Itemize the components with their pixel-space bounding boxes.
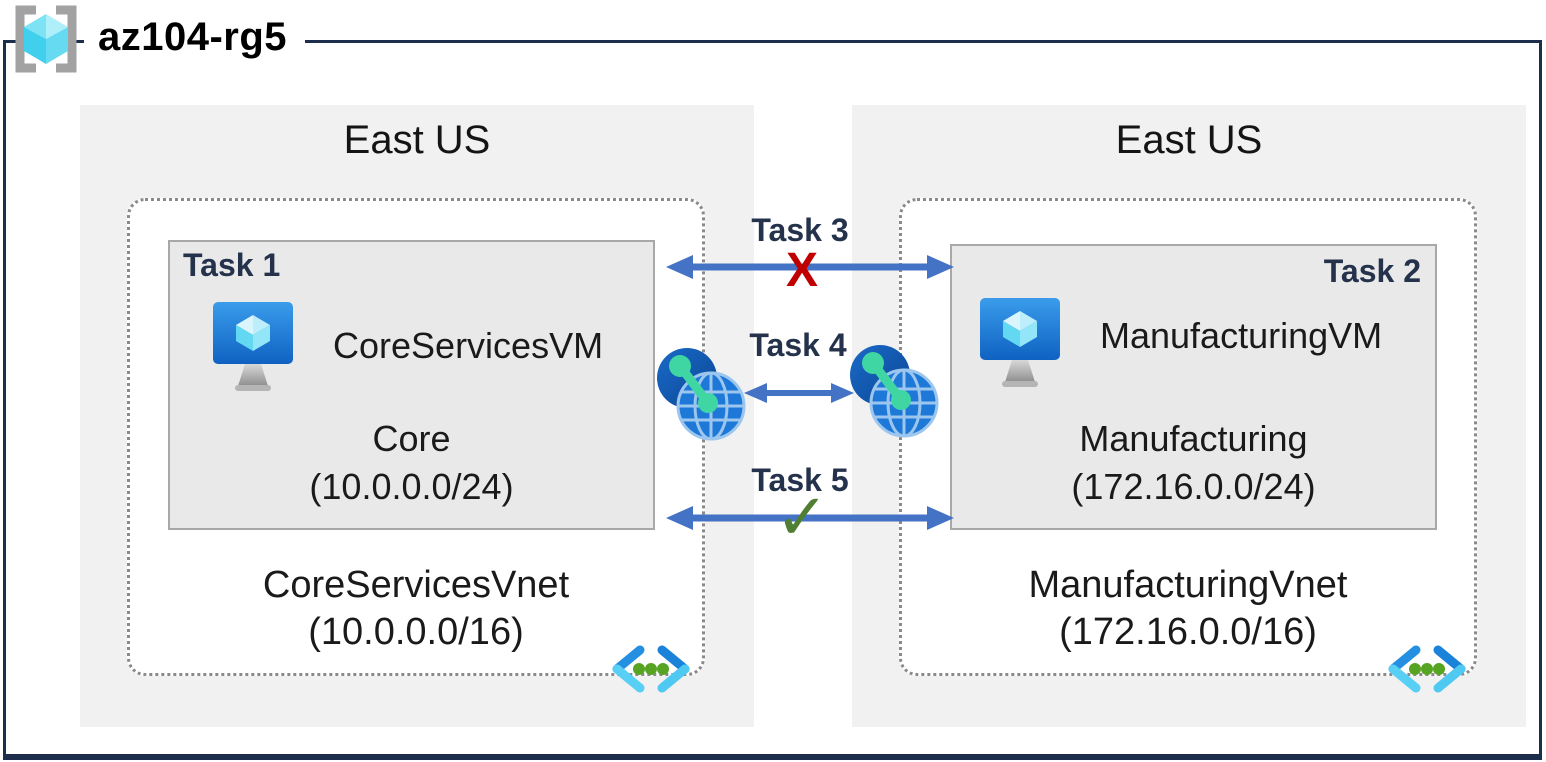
virtual-network-icon <box>610 645 692 693</box>
task3-label: Task 3 <box>751 212 849 248</box>
vm-name-manufacturing: ManufacturingVM <box>1100 315 1383 356</box>
blocked-x-icon: X <box>785 244 818 297</box>
subnet-box-manufacturing: Task 2 <box>950 244 1437 530</box>
vnet-peering-icon <box>848 344 940 438</box>
vnet-peering-icon <box>655 347 747 441</box>
task4-label: Task 4 <box>749 327 847 363</box>
resource-group-border <box>3 40 1542 760</box>
vnet-caption-coreservices: CoreServicesVnet (10.0.0.0/16) <box>127 562 705 656</box>
subnet-name: Manufacturing <box>1079 418 1308 459</box>
subnet-name: Core <box>372 418 451 459</box>
region-right-title: East US <box>1115 118 1263 162</box>
vnet-cidr: (10.0.0.0/16) <box>308 611 524 653</box>
task5-label: Task 5 <box>751 462 849 498</box>
subnet-caption-core: Core (10.0.0.0/24) <box>168 415 655 511</box>
vnet-name: CoreServicesVnet <box>262 564 570 606</box>
subnet-cidr: (10.0.0.0/24) <box>309 466 514 507</box>
allowed-check-icon: ✓ <box>775 481 829 553</box>
vm-name-coreservices: CoreServicesVM <box>333 325 604 366</box>
subnet-cidr: (172.16.0.0/24) <box>1071 466 1316 507</box>
vnet-name: ManufacturingVnet <box>1028 564 1348 606</box>
virtual-network-icon <box>1386 645 1468 693</box>
task2-label: Task 2 <box>1323 253 1421 289</box>
task1-label: Task 1 <box>183 247 281 283</box>
resource-group-icon <box>15 5 77 73</box>
virtual-machine-icon <box>978 296 1062 394</box>
resource-group-header: az104-rg5 <box>8 4 306 74</box>
region-left-title: East US <box>343 118 491 162</box>
virtual-machine-icon <box>211 300 295 398</box>
subnet-caption-manufacturing: Manufacturing (172.16.0.0/24) <box>950 415 1437 511</box>
resource-group-title: az104-rg5 <box>84 12 306 66</box>
vnet-cidr: (172.16.0.0/16) <box>1059 611 1317 653</box>
vnet-caption-manufacturing: ManufacturingVnet (172.16.0.0/16) <box>899 562 1477 656</box>
task4-arrow <box>744 380 854 406</box>
